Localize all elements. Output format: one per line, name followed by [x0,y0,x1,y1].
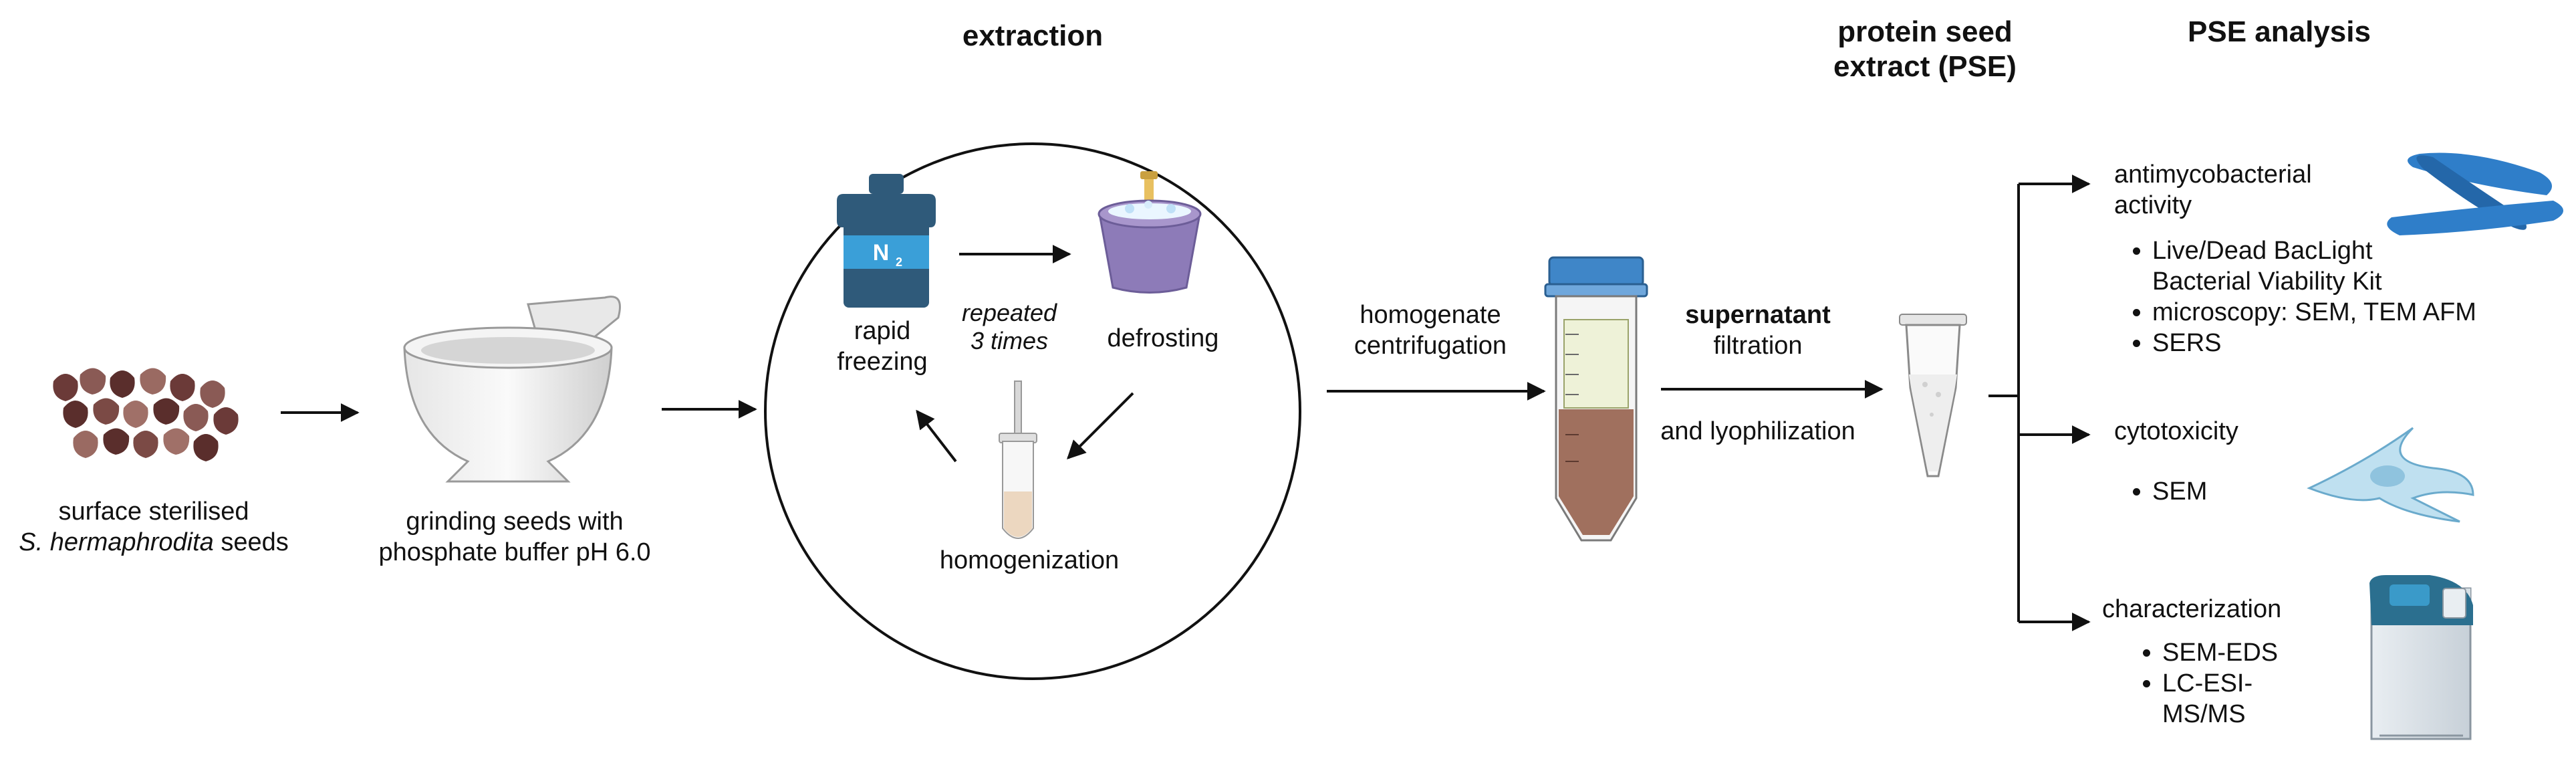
n2-label: N [873,240,890,265]
homogenizer-tube-icon [999,380,1037,539]
centrifuge-label: homogenate centrifugation [1330,300,1531,361]
eppendorf-tube-icon [1899,314,1967,477]
filtration-label-line1: supernatant [1685,301,1831,329]
seeds-pile-icon [53,368,239,461]
arrow-defrost-to-homogenization [1067,392,1134,459]
filtration-label-top: supernatant filtration [1658,300,1858,361]
extraction-cycle-circle [764,142,1301,680]
freeze-label-line1: rapid [854,317,911,345]
centrifuge-label-line1: homogenate [1360,301,1501,329]
seeds-label-suffix: seeds [213,528,289,556]
mortar-label-line1: grinding seeds with [406,508,624,536]
heading-analysis: PSE analysis [2188,15,2371,48]
n2-subscript: 2 [896,255,902,269]
heading-extraction: extraction [962,19,1104,52]
seeds-label: surface sterilised S. hermaphrodita seed… [13,496,294,558]
repeat-label-line2: 3 times [970,327,1049,354]
charact-bullet-1: SEM-EDS [2162,637,2278,668]
freeze-label-line2: freezing [837,348,928,376]
cytotox-bullet-1: SEM [2152,476,2207,507]
cytotox-title: cytotoxicity [2114,417,2238,445]
cell-icon [2307,427,2474,523]
liquid-nitrogen-dewar-icon: N 2 [837,174,936,308]
heading-pse-line1: protein seed [1837,15,2013,48]
cytotox-bullets: SEM [2126,476,2207,507]
antimyco-title: antimycobacterial activity [2114,159,2312,221]
mycobacteria-icon [2387,152,2563,235]
seeds-label-line1: surface sterilised [58,498,249,526]
arrow-homogenization-to-freeze [916,409,957,463]
defrost-label: defrosting [1107,324,1219,352]
seeds-species: S. hermaphrodita [19,528,214,556]
freeze-label: rapid freezing [822,316,942,377]
mass-spectrometer-icon [2369,575,2473,740]
antimyco-bullet-3: SERS [2152,328,2476,358]
filtration-label-bottom: and lyophilization [1660,417,1855,445]
homogenization-label: homogenization [939,546,1120,574]
charact-title: characterization [2102,595,2282,623]
mortar-pestle-icon [403,296,621,483]
charact-bullets: SEM-EDS LC-ESI-MS/MS [2136,637,2278,730]
defrosting-ice-bucket-icon [1098,171,1202,294]
repeat-label: repeated 3 times [952,299,1066,355]
centrifuge-label-line2: centrifugation [1354,332,1507,360]
antimyco-title-line1: antimycobacterial [2114,160,2312,189]
antimyco-bullet-2: microscopy: SEM, TEM AFM [2152,297,2476,328]
heading-pse-line2: extract (PSE) [1833,50,2017,83]
charact-bullet-2: LC-ESI-MS/MS [2162,668,2278,730]
antimyco-title-line2: activity [2114,191,2192,219]
centrifuge-tube-icon [1544,256,1648,542]
filtration-label-line2: filtration [1713,332,1803,360]
mortar-label: grinding seeds with phosphate buffer pH … [368,506,662,568]
repeat-label-line1: repeated [961,299,1057,326]
mortar-label-line2: phosphate buffer pH 6.0 [378,538,651,566]
heading-pse: protein seed extract (PSE) [1805,15,2045,84]
